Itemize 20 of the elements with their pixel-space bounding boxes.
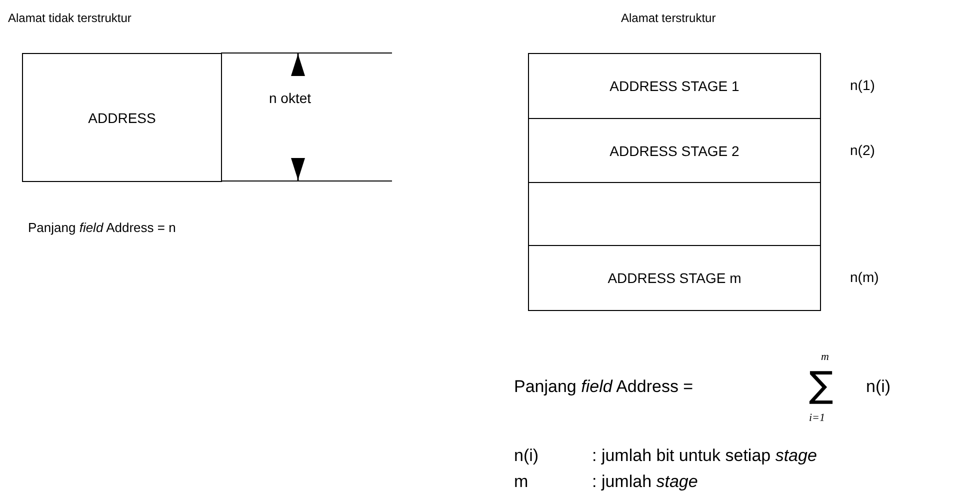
size-label: n(2) — [850, 142, 875, 158]
legend-description: : jumlah bit untuk setiap stage — [592, 446, 817, 466]
sum-upper-limit: m — [821, 351, 829, 364]
formula-text: Panjang field Address = — [514, 377, 694, 397]
sum-lower-limit: i=1 — [809, 412, 825, 425]
stage-box: ADDRESS STAGE 1 — [528, 53, 821, 119]
size-label: n(1) — [850, 77, 875, 93]
formula-text: Panjang field Address = n — [28, 221, 176, 236]
field-box: ADDRESS — [22, 53, 222, 182]
heading: Alamat terstruktur — [621, 12, 716, 26]
sum-symbol: ∑ — [809, 368, 834, 404]
size-label: n(m) — [850, 269, 879, 285]
stage-box: ADDRESS STAGE m — [528, 245, 821, 311]
legend-term: m — [514, 472, 528, 492]
stage-box: ADDRESS STAGE 2 — [528, 118, 821, 183]
formula-text: n(i) — [866, 377, 891, 397]
legend-description: : jumlah stage — [592, 472, 698, 492]
heading: Alamat tidak terstruktur — [8, 12, 132, 26]
legend-term: n(i) — [514, 446, 539, 466]
empty-box — [528, 182, 821, 246]
